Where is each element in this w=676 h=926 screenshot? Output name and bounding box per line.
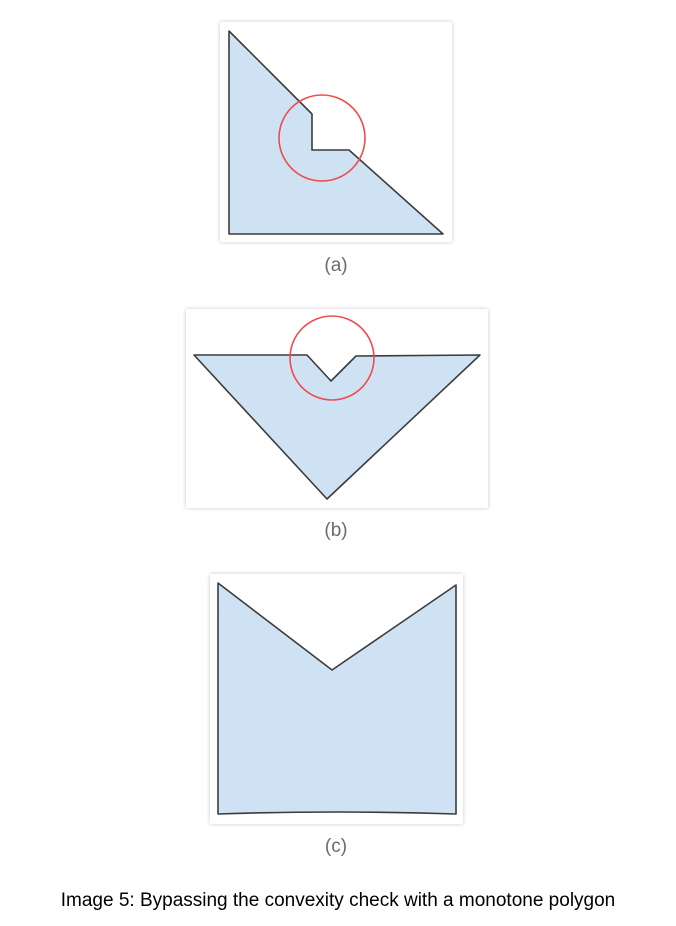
polygon-b [193, 354, 481, 500]
subfigure-label-b: (b) [324, 520, 348, 541]
figure-caption: Image 5: Bypassing the convexity check w… [60, 890, 616, 911]
polygon-a [228, 30, 444, 235]
highlight-circle-a [278, 94, 366, 182]
figure-panel-b [186, 309, 488, 508]
subfigure-label-a: (a) [324, 255, 348, 276]
polygon-c [217, 582, 457, 815]
diagram-b-canvas [193, 315, 481, 500]
diagram-c-canvas [217, 582, 457, 815]
subfigure-label-c: (c) [324, 836, 348, 857]
figure-panel-a [220, 22, 452, 242]
highlight-circle-b [289, 315, 375, 401]
diagram-a-canvas [228, 30, 444, 235]
figure-panel-c [210, 574, 463, 824]
